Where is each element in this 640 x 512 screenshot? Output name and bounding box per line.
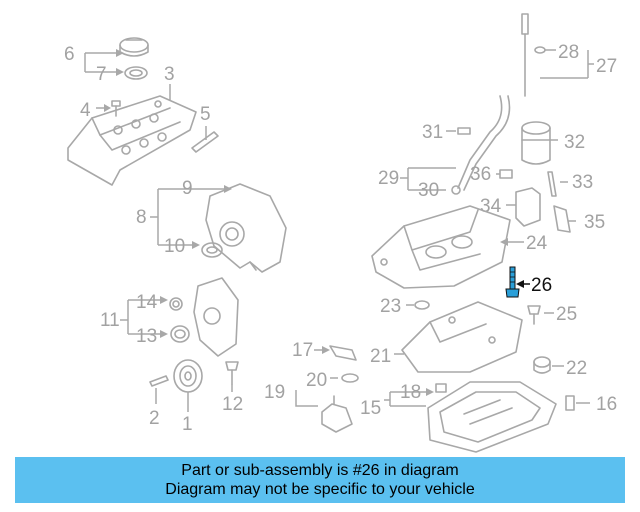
callout-6: 6 <box>64 44 75 65</box>
oil-filler-cap <box>119 37 149 57</box>
callout-16: 16 <box>596 394 617 415</box>
crank-seal <box>170 325 190 343</box>
callout-17: 17 <box>292 340 313 361</box>
callout-3: 3 <box>164 64 175 85</box>
callout-27: 27 <box>596 56 617 77</box>
engine-mount <box>321 395 353 433</box>
upper-oil-pan <box>371 205 511 289</box>
small-gasket <box>341 373 359 383</box>
callout-1: 1 <box>182 414 193 435</box>
callout-20: 20 <box>306 370 327 391</box>
callout-8: 8 <box>136 207 147 228</box>
bolt-26-highlighted[interactable] <box>505 266 520 298</box>
lower-oil-pan <box>427 381 557 453</box>
oil-filter-housing <box>521 121 551 165</box>
oil-baffle <box>401 301 523 373</box>
callout-5: 5 <box>200 104 211 125</box>
callout-25: 25 <box>556 304 577 325</box>
timing-seal <box>201 242 223 258</box>
callout-33: 33 <box>572 172 593 193</box>
callout-13: 13 <box>136 326 157 347</box>
sensor-clip <box>329 345 357 361</box>
plug-22 <box>533 356 551 374</box>
bolt-25 <box>527 305 541 325</box>
callout-28: 28 <box>558 42 579 63</box>
cover-gasket-strip <box>191 131 219 153</box>
callout-14: 14 <box>136 292 158 313</box>
gasket-35 <box>553 205 571 233</box>
dipstick-tube <box>457 95 511 191</box>
cover-bolt <box>111 100 121 117</box>
timing-cover <box>205 183 287 273</box>
lower-timing-cover <box>193 277 239 357</box>
bolt-36 <box>499 169 513 179</box>
lead-6-7 <box>84 52 120 73</box>
callout-24: 24 <box>526 233 548 254</box>
callout-30: 30 <box>418 180 439 201</box>
pulley-bolt <box>149 375 169 387</box>
callout-21: 21 <box>370 346 391 367</box>
pipe-33 <box>547 171 557 197</box>
oil-cooler <box>515 187 541 227</box>
callout-2: 2 <box>149 408 160 429</box>
bolt-31 <box>457 127 471 135</box>
banner-line-disclaimer: Diagram may not be specific to your vehi… <box>165 481 475 498</box>
callout-11: 11 <box>100 310 120 331</box>
bolt-18 <box>435 383 447 393</box>
drain-plug-16 <box>565 395 575 411</box>
callout-32: 32 <box>564 132 585 153</box>
banner-line-part-number: Part or sub-assembly is #26 in diagram <box>181 462 459 479</box>
callout-29: 29 <box>378 168 399 189</box>
callout-10: 10 <box>164 236 185 257</box>
oring <box>534 46 546 54</box>
cap-seal <box>124 66 148 80</box>
callout-4: 4 <box>80 100 91 121</box>
callout-35: 35 <box>584 212 605 233</box>
callout-12: 12 <box>222 394 243 415</box>
callout-26-highlighted[interactable]: 26 <box>531 275 552 296</box>
callout-19: 19 <box>264 382 285 403</box>
small-seal <box>169 297 183 311</box>
callout-18: 18 <box>400 382 421 403</box>
callout-23: 23 <box>380 296 401 317</box>
callout-31: 31 <box>422 122 443 143</box>
callout-9: 9 <box>182 178 193 199</box>
callout-7: 7 <box>96 64 107 85</box>
bolt-30 <box>451 185 461 195</box>
valve-cover <box>67 95 197 186</box>
seal-23 <box>414 300 430 310</box>
crank-pulley <box>173 359 203 393</box>
engine-parts-diagram: 6 7 3 4 5 9 8 10 <box>64 13 617 453</box>
dipstick <box>521 13 529 97</box>
callout-22: 22 <box>566 358 587 379</box>
callout-15: 15 <box>360 398 381 419</box>
dowel-bolt <box>225 361 239 385</box>
callout-36: 36 <box>470 164 491 185</box>
info-banner: Part or sub-assembly is #26 in diagram D… <box>15 457 625 503</box>
